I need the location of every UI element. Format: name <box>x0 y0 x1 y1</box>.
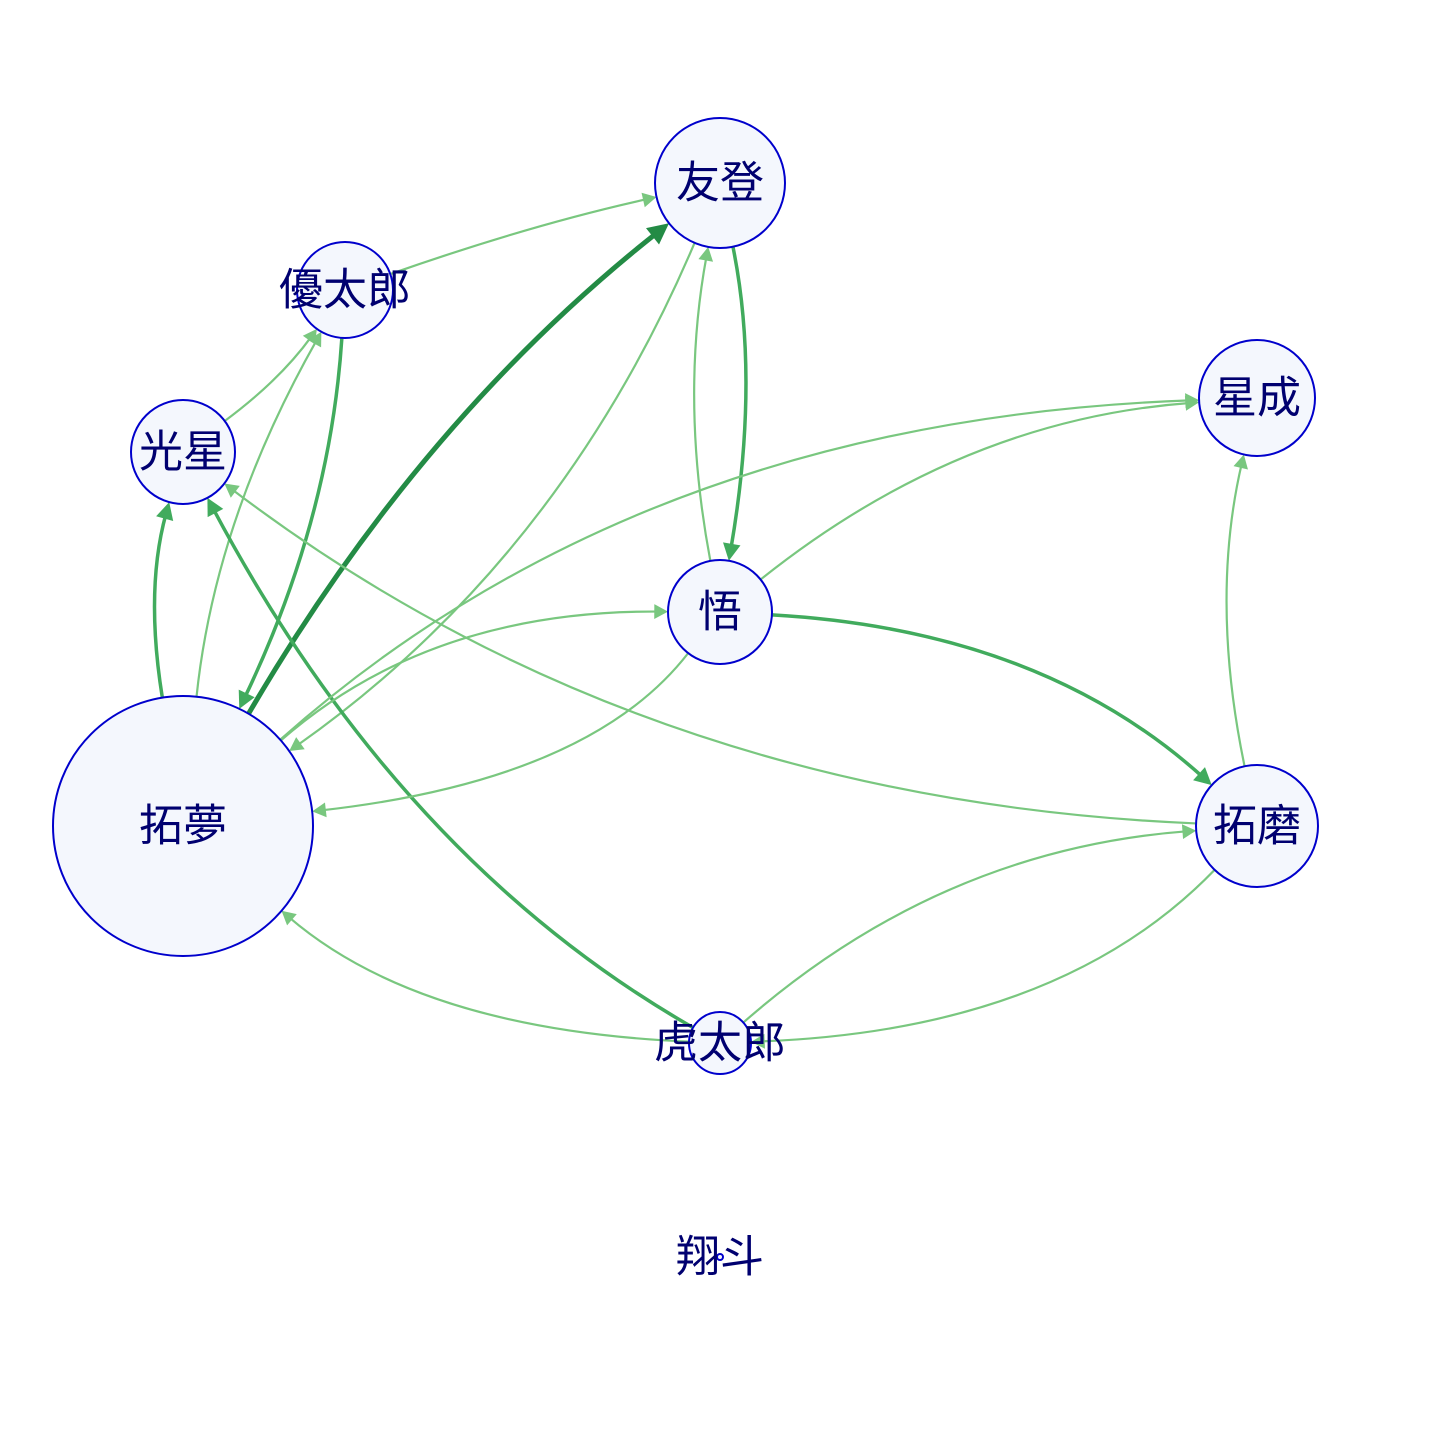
arrowhead-takumu-to-yutaro <box>308 331 322 348</box>
edge-yutaro-to-takumu <box>242 337 344 699</box>
node-label-yuto: 友登 <box>676 158 764 209</box>
arrowhead-yutaro-to-takumu <box>238 689 255 709</box>
edge-satoru-to-takumu <box>321 652 690 812</box>
arrowhead-satoru-to-takuma <box>1193 767 1212 786</box>
edge-takumu-to-satoru <box>280 610 659 742</box>
node-label-takumu: 拓夢 <box>139 801 227 852</box>
arrowhead-takuma-to-seisei <box>1233 454 1248 470</box>
node-circle-takuma <box>1195 764 1319 888</box>
edge-takumu-to-yuto <box>246 230 660 715</box>
node-shoto: 翔斗 <box>676 1232 764 1283</box>
edge-kosei-to-yutaro <box>224 336 313 422</box>
edge-takuma-to-kotaro <box>760 869 1216 1043</box>
edge-satoru-to-takuma <box>771 613 1205 779</box>
arrowhead-kotaro-to-takumu <box>281 910 297 926</box>
arrowhead-kotaro-to-takuma <box>1181 824 1197 840</box>
edge-kotaro-to-takumu <box>288 916 690 1043</box>
edge-takumu-to-seisei <box>279 399 1190 741</box>
edge-takuma-to-seisei <box>1225 463 1246 767</box>
arrowhead-takumu-to-kosei <box>156 502 174 521</box>
node-takumu: 拓夢 <box>52 695 314 957</box>
edge-kotaro-to-kosei <box>211 507 694 1030</box>
arrowhead-satoru-to-takumu <box>312 802 327 818</box>
edge-takumu-to-kosei <box>152 513 168 698</box>
edges-layer <box>152 192 1248 1049</box>
node-circle-satoru <box>667 559 773 665</box>
node-yutaro: 優太郎 <box>279 241 411 339</box>
arrowhead-satoru-to-seisei <box>1184 395 1200 411</box>
arrowhead-satoru-to-yuto <box>698 246 714 262</box>
arrowhead-takumu-to-yuto <box>646 223 669 245</box>
edge-takumu-to-yutaro <box>195 339 318 697</box>
node-label-kotaro: 虎太郎 <box>654 1018 786 1069</box>
node-label-satoru: 悟 <box>698 587 742 638</box>
node-kosei: 光星 <box>130 399 236 505</box>
node-yuto: 友登 <box>654 117 786 249</box>
node-circle-kotaro <box>688 1011 752 1075</box>
node-circle-seisei <box>1198 339 1316 457</box>
node-takuma: 拓磨 <box>1195 764 1319 888</box>
node-label-seisei: 星成 <box>1213 373 1301 424</box>
arrowhead-takumu-to-satoru <box>654 604 669 619</box>
node-kotaro: 虎太郎 <box>654 1011 786 1075</box>
node-circle-kosei <box>130 399 236 505</box>
node-circle-yuto <box>654 117 786 249</box>
arrowhead-yuto-to-takumu <box>289 737 305 752</box>
arrowhead-yuto-to-satoru <box>723 542 741 561</box>
node-seisei: 星成 <box>1198 339 1316 457</box>
arrowhead-takuma-to-kotaro <box>750 1033 765 1049</box>
edge-kotaro-to-takuma <box>742 830 1187 1024</box>
node-circle-takumu <box>52 695 314 957</box>
node-label-kosei: 光星 <box>139 427 227 478</box>
arrowhead-takuma-to-kosei <box>224 483 240 498</box>
edge-takuma-to-kosei <box>231 488 1197 825</box>
node-label-takuma: 拓磨 <box>1213 801 1301 852</box>
edge-yuto-to-satoru <box>729 246 748 550</box>
node-circle-shoto <box>716 1253 724 1261</box>
node-circle-yutaro <box>296 241 394 339</box>
arrowhead-yutaro-to-yuto <box>641 192 657 208</box>
edge-yuto-to-takumu <box>296 242 696 747</box>
arrowhead-kotaro-to-kosei <box>207 497 224 518</box>
node-label-yutaro: 優太郎 <box>279 265 411 316</box>
node-satoru: 悟 <box>667 559 773 665</box>
edge-yutaro-to-yuto <box>389 198 648 276</box>
edge-satoru-to-seisei <box>759 401 1190 581</box>
node-label-shoto: 翔斗 <box>676 1232 764 1283</box>
edge-satoru-to-yuto <box>693 256 712 562</box>
